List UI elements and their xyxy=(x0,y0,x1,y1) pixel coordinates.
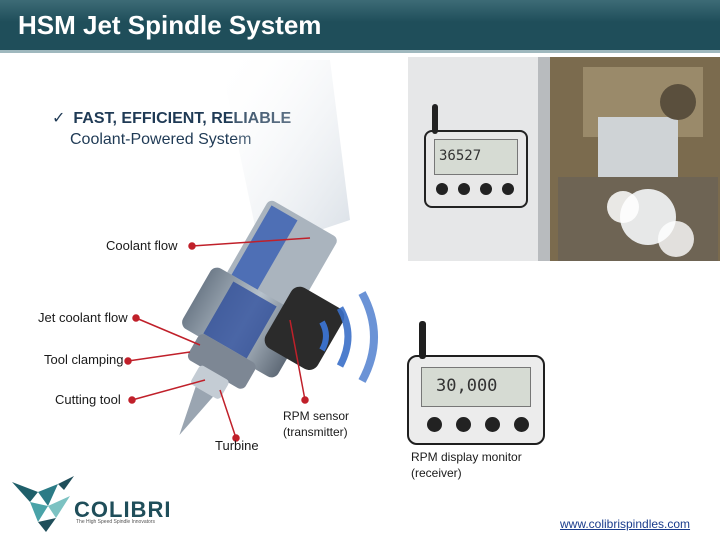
large-monitor-buttons xyxy=(427,417,531,433)
title-rule xyxy=(0,50,720,53)
small-monitor-reading: 36527 xyxy=(439,148,482,164)
rpm-display-line2: (receiver) xyxy=(411,466,462,480)
small-rpm-monitor: 36527 xyxy=(424,104,528,208)
callout-lines xyxy=(124,237,311,442)
machine-photo xyxy=(408,57,720,261)
signal-waves xyxy=(319,291,378,383)
small-monitor-buttons xyxy=(436,183,516,197)
large-monitor-screen: 30,000 xyxy=(421,367,531,407)
title-bar: HSM Jet Spindle System xyxy=(0,0,720,50)
small-monitor-screen: 36527 xyxy=(434,139,518,175)
bullet-subline: Coolant-Powered System xyxy=(70,131,252,148)
label-rpm-display: RPM display monitor (receiver) xyxy=(411,449,522,481)
large-monitor-button-2 xyxy=(456,417,471,432)
large-monitor-antenna xyxy=(419,321,426,359)
small-monitor-button-1 xyxy=(436,183,448,195)
label-coolant-flow: Coolant flow xyxy=(106,238,178,253)
spindle-ghost-shank xyxy=(220,60,350,250)
large-rpm-monitor: 30,000 xyxy=(407,321,545,445)
logo-tagline: The High Speed Spindle Innovators xyxy=(76,519,155,525)
checkmark-icon: ✓ xyxy=(52,110,66,127)
small-monitor-antenna xyxy=(432,104,438,134)
rpm-display-line1: RPM display monitor xyxy=(411,450,522,464)
rpm-sensor-line1: RPM sensor xyxy=(283,409,350,423)
large-monitor-button-3 xyxy=(485,417,500,432)
title-bar-gloss xyxy=(0,0,720,22)
small-monitor-button-2 xyxy=(458,183,470,195)
small-monitor-button-4 xyxy=(502,183,514,195)
label-rpm-sensor: RPM sensor (transmitter) xyxy=(283,408,349,440)
small-monitor-button-3 xyxy=(480,183,492,195)
large-monitor-button-1 xyxy=(427,417,442,432)
rpm-sensor-line2: (transmitter) xyxy=(283,425,348,439)
large-monitor-button-4 xyxy=(514,417,529,432)
label-turbine: Turbine xyxy=(215,438,259,453)
logo-wordmark: COLIBRI xyxy=(74,497,172,522)
website-link[interactable]: www.colibrispindles.com xyxy=(560,517,691,531)
page-title: HSM Jet Spindle System xyxy=(18,10,322,40)
machine-photo-art xyxy=(408,57,720,261)
label-cutting-tool: Cutting tool xyxy=(55,392,121,407)
spindle-body xyxy=(179,200,345,436)
hummingbird-logo-icon xyxy=(12,476,74,532)
large-monitor-reading: 30,000 xyxy=(436,376,498,396)
label-jet-coolant-flow: Jet coolant flow xyxy=(38,310,128,325)
label-tool-clamping: Tool clamping xyxy=(44,352,124,367)
